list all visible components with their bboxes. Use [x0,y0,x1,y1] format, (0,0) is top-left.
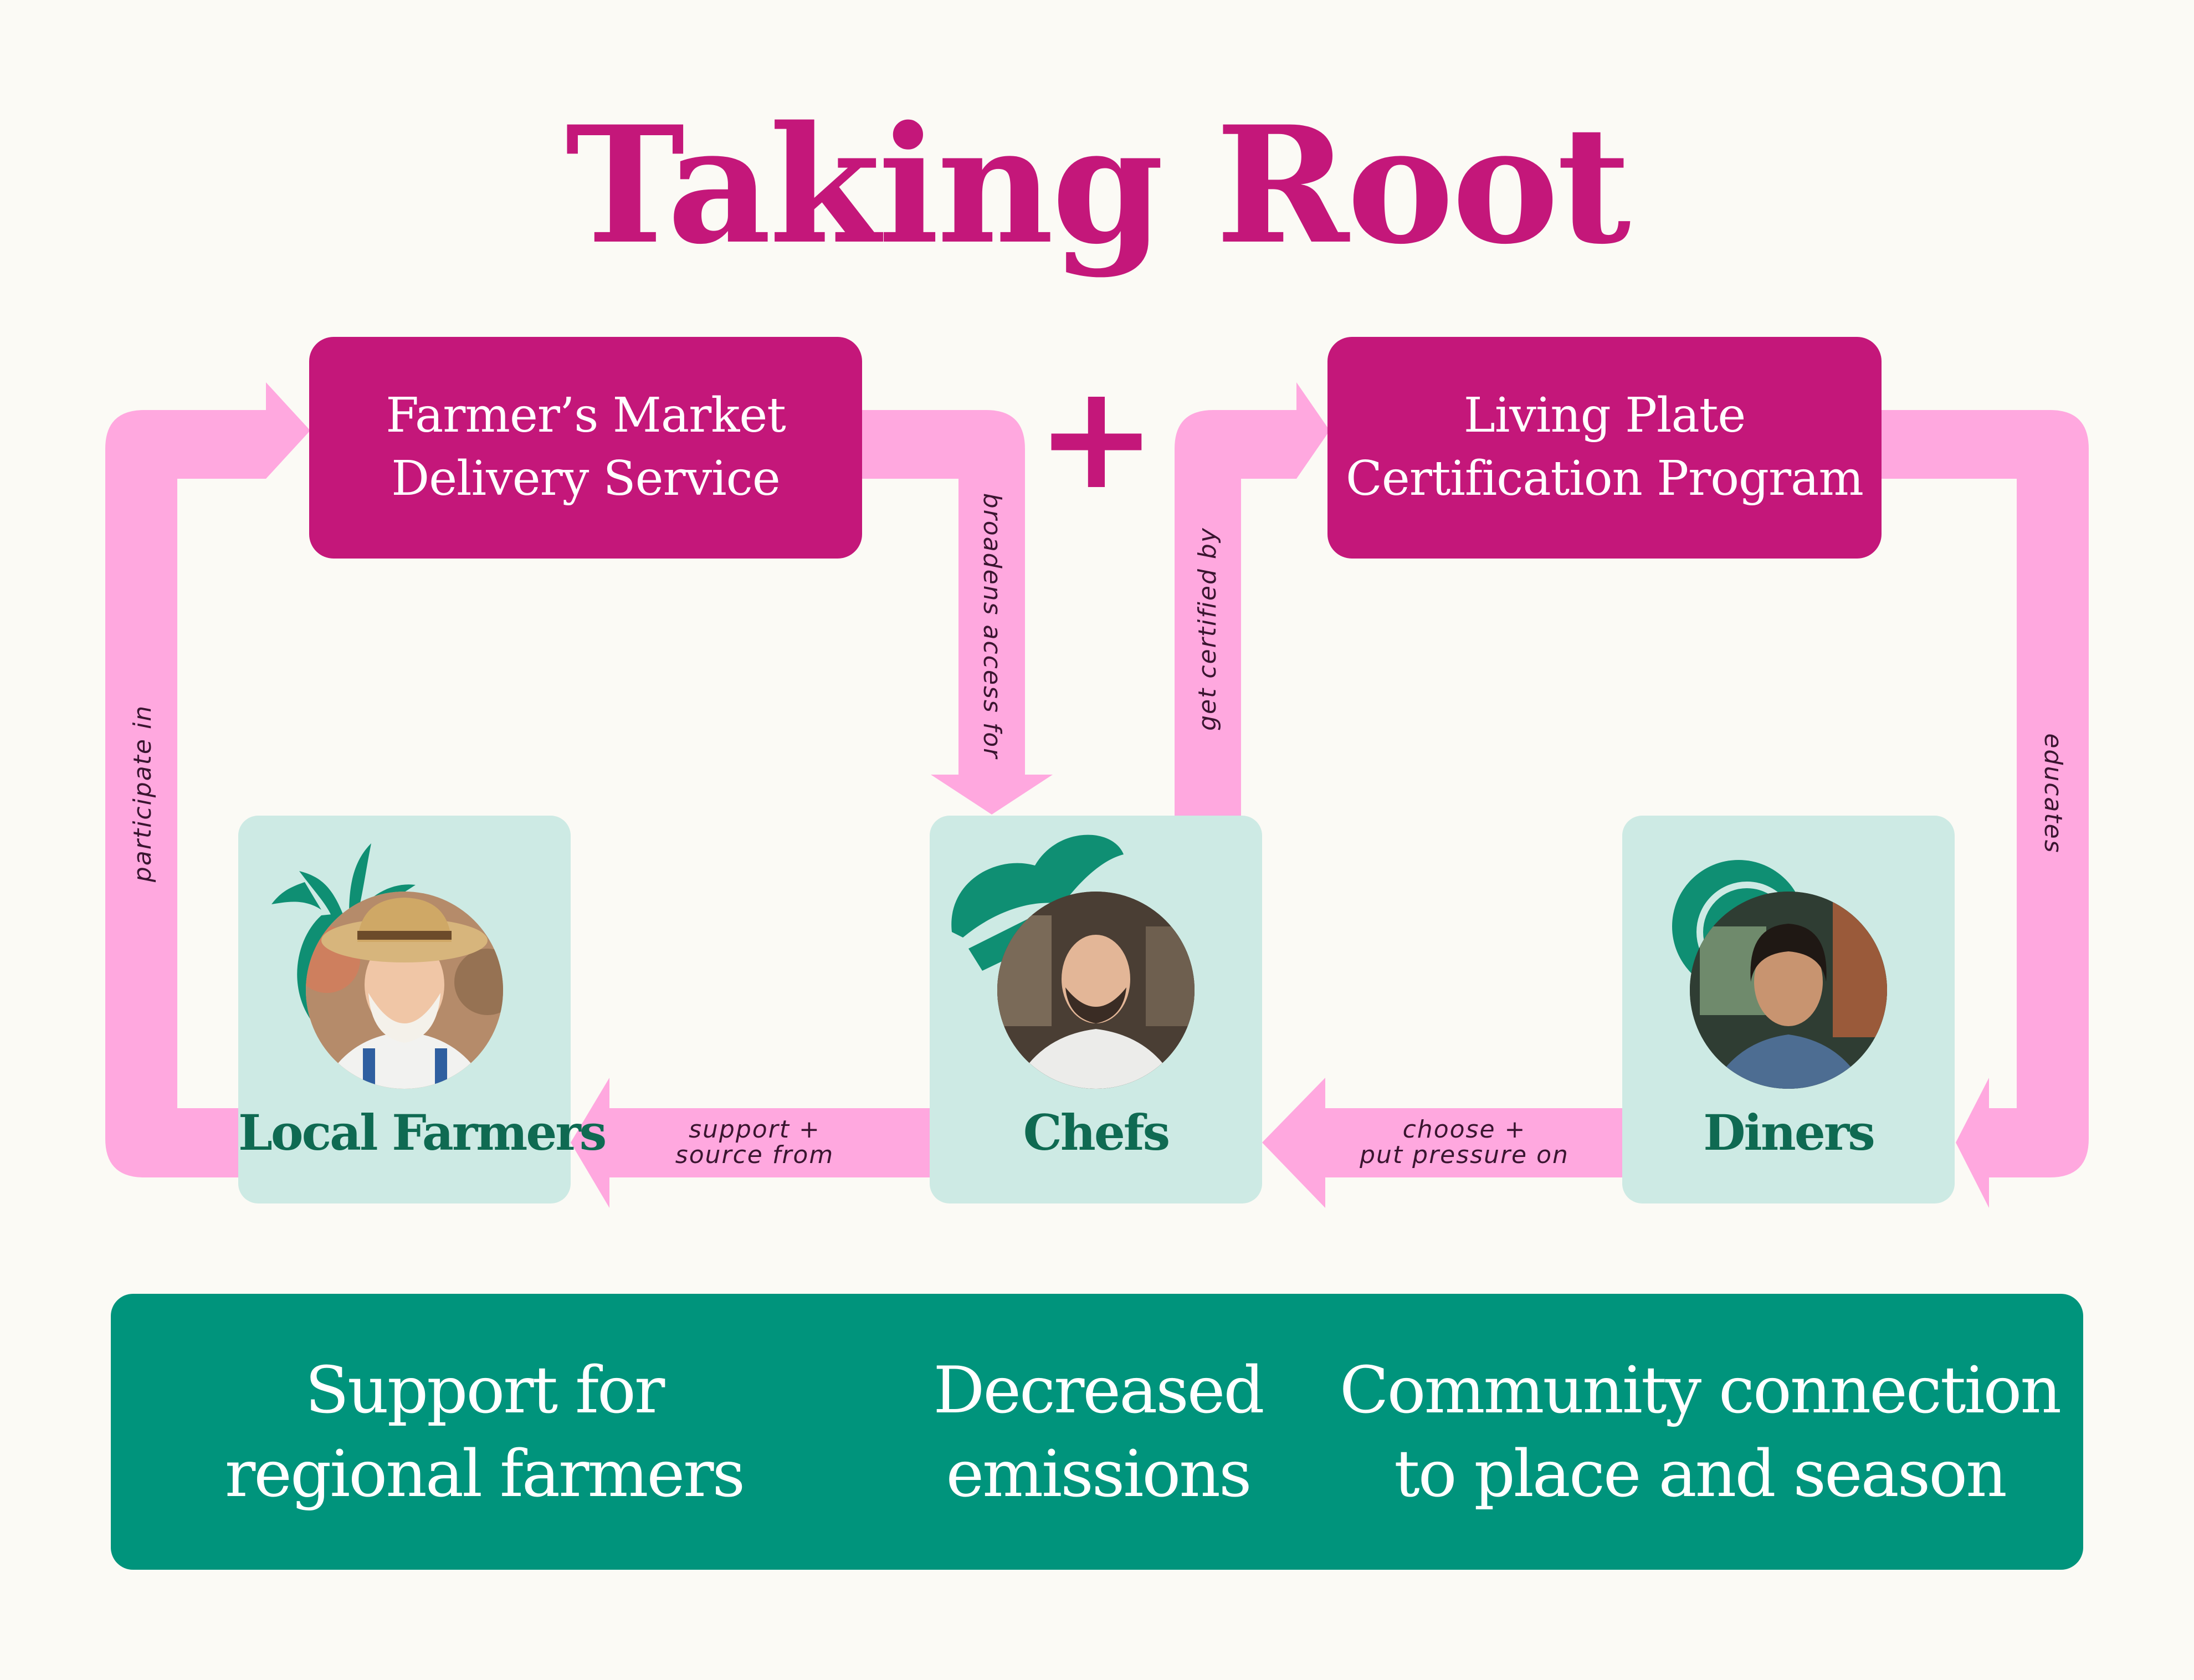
program-certification: Living Plate Certification Program [1327,337,1882,559]
outcome-support-line1: Support for [305,1353,665,1428]
outcome-emissions-line2: emissions [946,1436,1252,1512]
outcome-community-line1: Community connection [1339,1353,2062,1428]
outcome-community: Community connection to place and season [1339,1349,2062,1517]
program-certification-line2: Certification Program [1346,451,1864,506]
chef-photo [997,892,1195,1089]
label-support-line2: source from [675,1141,834,1170]
program-delivery-line1: Farmer’s Market [386,388,786,444]
label-broadens-access: broadens access for [978,493,1007,760]
outcome-emissions: Decreased emissions [933,1349,1264,1517]
diner-photo [1690,892,1887,1089]
arrow-broadens-access [862,410,1053,815]
page-title: Taking Root [565,91,1631,280]
role-label-chefs: Chefs [1023,1104,1170,1161]
plus-sign: + [1036,354,1157,521]
arrow-choose-pressure [1262,1078,1622,1208]
arrow-support-source [571,1078,930,1208]
program-delivery-service: Farmer’s Market Delivery Service [309,337,862,559]
label-choose-line1: choose + [1402,1115,1526,1144]
label-choose-pressure: choose + put pressure on [1360,1115,1569,1170]
chef-visual [951,834,1195,1089]
label-educates: educates [2039,733,2068,854]
outcome-emissions-line1: Decreased [933,1353,1264,1428]
diner-visual [1672,860,1887,1089]
outcome-support: Support for regional farmers [224,1349,745,1517]
arrow-get-certified [1175,382,1330,816]
label-choose-line2: put pressure on [1360,1141,1569,1170]
outcomes-bar: Support for regional farmers Decreased e… [111,1294,2083,1570]
label-get-certified: get certified by [1193,527,1222,731]
label-participate-in: participate in [128,704,157,883]
role-label-diners: Diners [1703,1104,1875,1161]
role-card-chefs: Chefs [930,816,1262,1203]
program-certification-line1: Living Plate [1463,388,1746,444]
farmer-visual [271,843,503,1089]
outcome-support-line2: regional farmers [224,1436,745,1512]
arrow-educates [1881,410,2089,1208]
program-delivery-line2: Delivery Service [391,451,780,506]
role-card-diners: Diners [1622,816,1955,1203]
arrow-participate-in [105,382,310,1177]
outcome-community-line2: to place and season [1394,1436,2007,1512]
role-card-farmers: Local Farmers [238,816,607,1203]
label-support-line1: support + [689,1115,821,1144]
label-support-source: support + source from [675,1115,834,1170]
role-label-farmers: Local Farmers [238,1104,607,1161]
farmer-photo [306,892,503,1089]
